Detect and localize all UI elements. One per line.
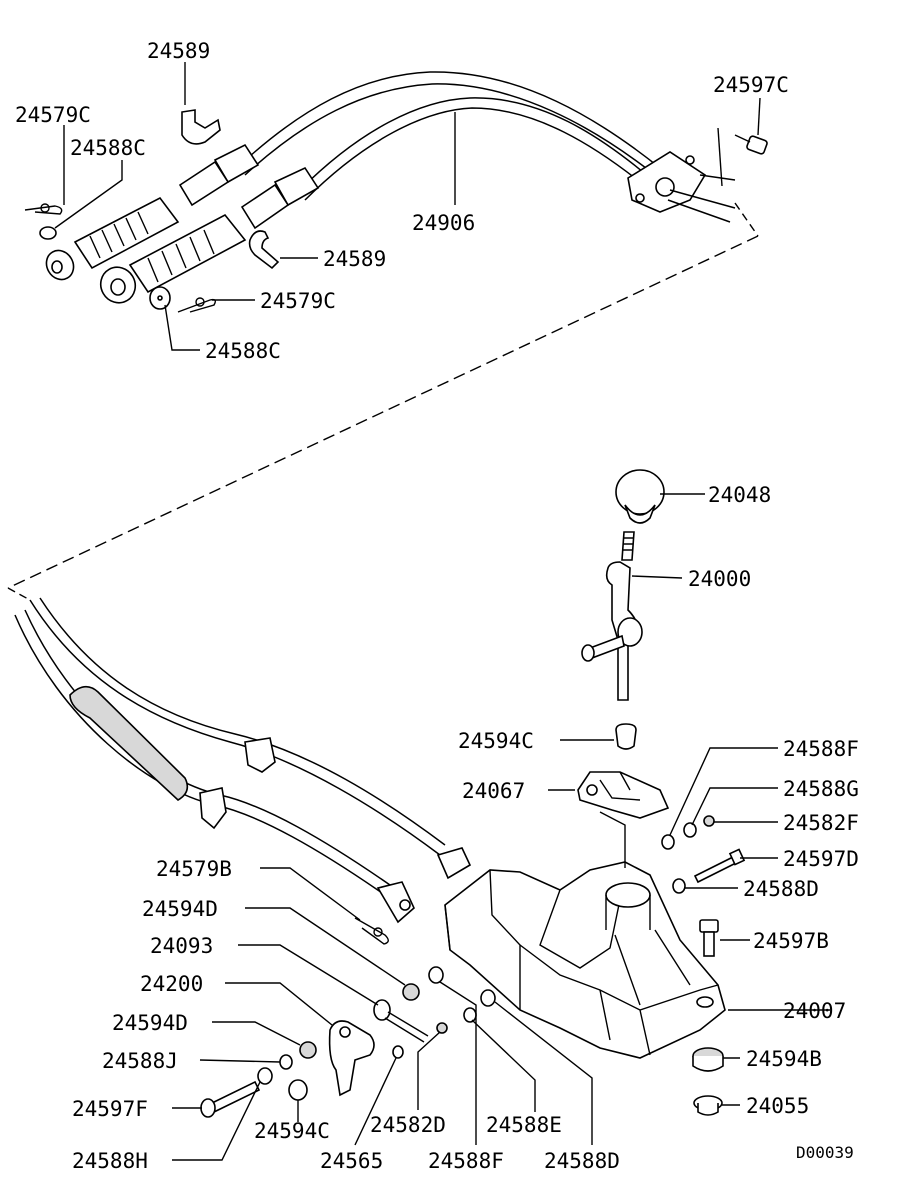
- label-24594d-a: 24594D: [142, 897, 218, 921]
- washer-24588d-b: [480, 989, 496, 1007]
- lever-24000: [581, 531, 643, 701]
- section-separator: [7, 202, 759, 601]
- label-24597b: 24597B: [753, 929, 829, 953]
- label-24007: 24007: [783, 999, 846, 1023]
- label-24597f: 24597F: [72, 1097, 148, 1121]
- label-24588e: 24588E: [486, 1113, 562, 1137]
- label-24588d-bottom: 24588D: [544, 1149, 620, 1173]
- label-24055: 24055: [746, 1094, 809, 1118]
- label-24067: 24067: [462, 779, 525, 803]
- label-24588f-bottom: 24588F: [428, 1149, 504, 1173]
- collar-24055: [693, 1095, 723, 1116]
- label-24579c-mid: 24579C: [260, 289, 336, 313]
- part-labels: 24589 24579C 24588C 24597C 24906 24589 2…: [15, 39, 859, 1173]
- label-24093: 24093: [150, 934, 213, 958]
- bush-24594c-mid: [615, 723, 637, 750]
- label-24200: 24200: [140, 972, 203, 996]
- nut-24582f: [703, 815, 715, 827]
- lever-24200: [328, 1020, 375, 1097]
- label-24000: 24000: [688, 567, 751, 591]
- washer-24588g: [683, 822, 697, 838]
- nut-24582d: [436, 1022, 448, 1034]
- label-24048: 24048: [708, 483, 771, 507]
- label-24589-top: 24589: [147, 39, 210, 63]
- label-24588f-right: 24588F: [783, 737, 859, 761]
- label-24594b: 24594B: [746, 1047, 822, 1071]
- label-24588d-right: 24588D: [743, 877, 819, 901]
- label-24594d-b: 24594D: [112, 1011, 188, 1035]
- label-24906: 24906: [412, 211, 475, 235]
- label-24594c-low: 24594C: [254, 1119, 330, 1143]
- cable-end-upper: [45, 143, 260, 281]
- clip-24589-mid: [248, 230, 280, 270]
- washer-24588e: [463, 1007, 477, 1023]
- cable-end-lower: [99, 166, 320, 304]
- label-24565: 24565: [320, 1149, 383, 1173]
- bush-24594b: [692, 1047, 724, 1072]
- bush-24594c-low: [288, 1079, 308, 1101]
- washer-24588f-r: [661, 834, 675, 850]
- bush-24594d-a: [402, 983, 420, 1001]
- bolt-24597b: [699, 919, 719, 957]
- label-24597c: 24597C: [713, 73, 789, 97]
- washer-24588d-r: [672, 878, 686, 894]
- label-24579b: 24579B: [156, 857, 232, 881]
- label-24594c-mid: 24594C: [458, 729, 534, 753]
- washer-24588j: [279, 1054, 293, 1070]
- label-24588j: 24588J: [102, 1049, 178, 1073]
- label-24589-mid: 24589: [323, 247, 386, 271]
- upper-cable-assembly: [239, 71, 736, 223]
- label-24582f: 24582F: [783, 811, 859, 835]
- spring-24093: [373, 999, 429, 1043]
- washer-24588h: [257, 1067, 273, 1085]
- leader-lines: [54, 62, 830, 1161]
- pin-24565: [392, 1045, 404, 1059]
- label-24582d: 24582D: [370, 1113, 446, 1137]
- label-24588c-mid: 24588C: [205, 339, 281, 363]
- bolt-24597c: [734, 134, 768, 155]
- label-24588c-top: 24588C: [70, 136, 146, 160]
- label-24597d: 24597D: [783, 847, 859, 871]
- washer-24588c-top: [39, 226, 57, 240]
- washer-24588f-b: [428, 966, 444, 984]
- bolt-24597d: [693, 848, 746, 884]
- label-24579c-top: 24579C: [15, 103, 91, 127]
- pin-24579b: [354, 917, 389, 945]
- lower-cable-assembly: [14, 597, 472, 924]
- bush-24594d-b: [299, 1041, 317, 1059]
- clip-24589-top: [181, 109, 221, 145]
- pin-24579c-mid: [177, 297, 217, 313]
- label-24588g: 24588G: [783, 777, 859, 801]
- diagram-reference-code: D00039: [796, 1143, 854, 1162]
- label-24588h: 24588H: [72, 1149, 148, 1173]
- washer-24588c-mid: [149, 286, 171, 310]
- knob-24048: [615, 469, 665, 524]
- pin-24579c-top: [24, 203, 63, 215]
- base-24007: [444, 861, 726, 1059]
- bolt-24597f: [200, 1080, 261, 1118]
- holder-24067: [577, 771, 670, 819]
